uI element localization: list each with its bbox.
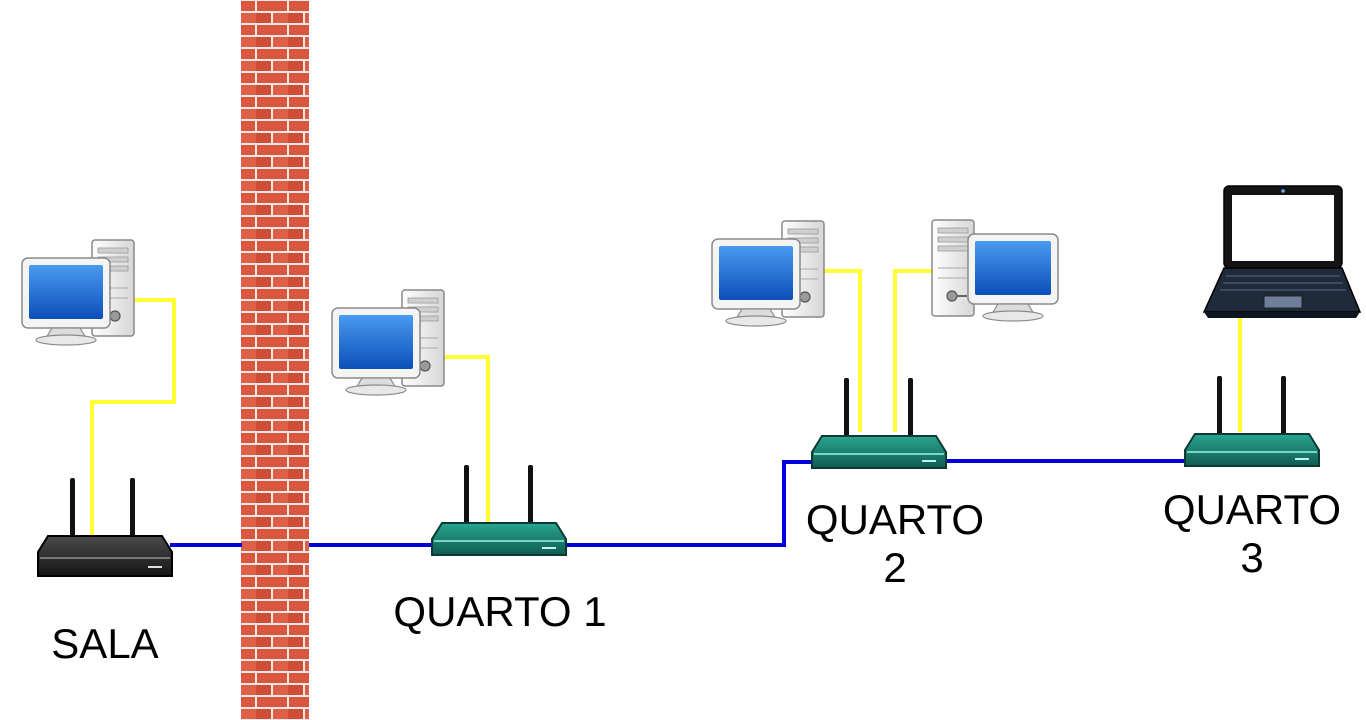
label-quarto-3-line1: QUARTO <box>1162 486 1342 533</box>
ethernet-cable-quarto1 <box>436 355 490 522</box>
ethernet-cable-sala <box>90 298 176 536</box>
link-cable-quarto1-quarto2 <box>565 460 814 547</box>
laptop-icon <box>1202 185 1362 318</box>
ethernet-cables <box>90 269 1242 536</box>
label-quarto-2: QUARTO 2 <box>790 496 1000 592</box>
brick-wall-icon <box>241 0 309 720</box>
desktop-computer-icon <box>931 219 1059 322</box>
desktop-computer-icon <box>21 239 135 346</box>
desktop-computer-icon <box>711 220 825 327</box>
label-quarto-1: QUARTO 1 <box>393 588 607 635</box>
wifi-repeater-icon <box>1184 375 1320 467</box>
label-sala: SALA <box>51 620 159 667</box>
desktop-computer-icon <box>331 289 445 396</box>
wifi-repeater-icon <box>431 464 567 556</box>
wifi-router-icon <box>37 477 173 577</box>
label-quarto-2-line1: QUARTO <box>805 496 985 543</box>
label-quarto-2-line2: 2 <box>883 544 907 591</box>
link-cables <box>170 459 1188 547</box>
wifi-repeater-icon <box>811 377 947 469</box>
ethernet-cable-quarto2-left <box>824 269 862 432</box>
label-quarto-3: QUARTO 3 <box>1152 486 1352 582</box>
ethernet-cable-quarto2-right <box>893 269 934 432</box>
label-quarto-3-line2: 3 <box>1240 534 1264 581</box>
